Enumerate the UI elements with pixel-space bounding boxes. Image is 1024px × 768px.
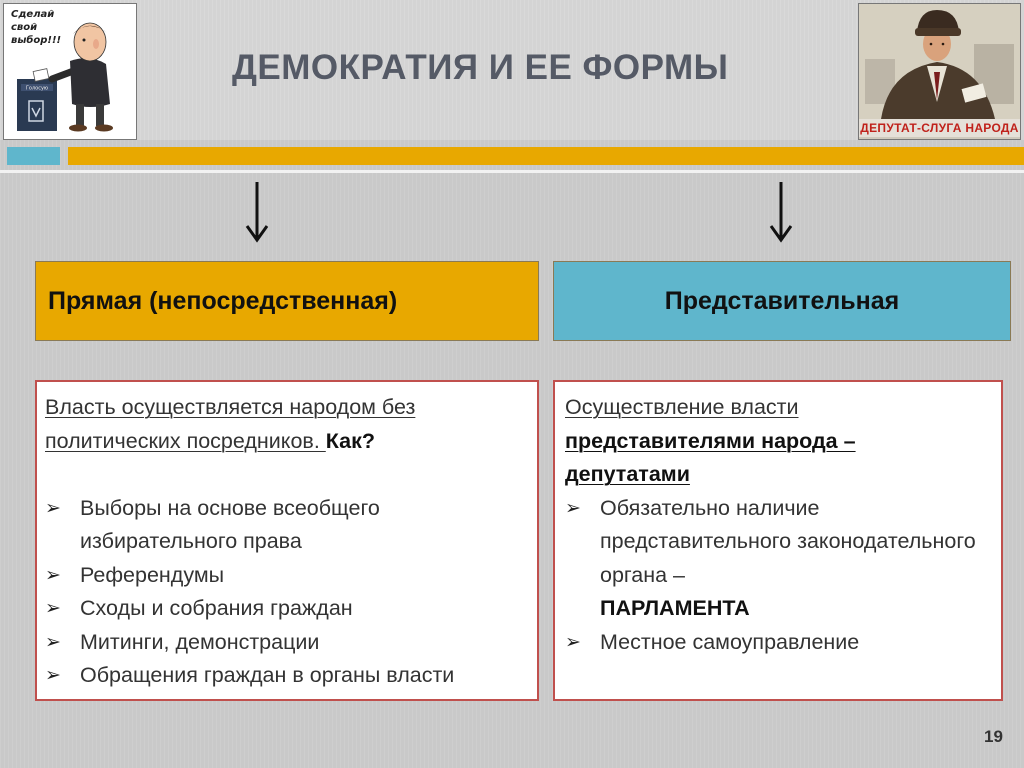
arrow-down-icon xyxy=(769,182,793,243)
direct-intro: Власть осуществляется народом без полити… xyxy=(45,391,537,458)
representative-democracy-box xyxy=(553,380,1003,701)
representative-intro-bold-2: депутатами xyxy=(565,462,690,486)
direct-democracy-box xyxy=(35,380,539,701)
list-item: ➢ Сходы и собрания граждан xyxy=(45,592,537,626)
list-item: ➢ Обязательно наличие представительного з… xyxy=(565,492,999,626)
list-item-text: Местное самоуправление xyxy=(600,629,860,654)
voter-figure-drawing: Голосую xyxy=(17,22,113,132)
arrow-bullet-icon: ➢ xyxy=(565,497,581,519)
list-item: ➢ Выборы на основе всеобщего избирательно… xyxy=(45,492,537,559)
list-item: ➢ Референдумы xyxy=(45,559,537,593)
parliament-term: ПАРЛАМЕНТА xyxy=(600,596,750,620)
list-item-text: Митинги, демонстрации xyxy=(80,629,320,654)
cartoon-caption-line1: Сделай свой xyxy=(11,9,55,33)
poster-caption: ДЕПУТАТ-СЛУГА НАРОДА xyxy=(859,119,1020,137)
cartoon-caption: Сделай свой выбор!!! xyxy=(11,8,81,47)
list-item: ➢ Митинги, демонстрации xyxy=(45,626,537,660)
representative-intro-text: Осуществление власти xyxy=(565,395,799,419)
representative-democracy-content: Осуществление власти представителями нар… xyxy=(565,391,999,659)
arrow-bullet-icon: ➢ xyxy=(45,665,61,686)
vote-cartoon-image: Сделай свой выбор!!! Голосую xyxy=(3,3,137,140)
arrow-bullet-icon: ➢ xyxy=(45,497,61,519)
arrow-bullet-icon: ➢ xyxy=(45,598,61,619)
deputy-poster-image: ДЕПУТАТ-СЛУГА НАРОДА xyxy=(858,3,1021,140)
direct-democracy-content: Власть осуществляется народом без полити… xyxy=(45,391,537,693)
list-item-text: Выборы на основе всеобщего избирательног… xyxy=(80,495,380,554)
arrow-bullet-icon: ➢ xyxy=(565,631,581,653)
page-title: ДЕМОКРАТИЯ И ЕЕ ФОРМЫ xyxy=(232,48,729,87)
arrow-bullet-icon: ➢ xyxy=(45,631,61,653)
list-item: ➢ Местное самоуправление xyxy=(565,626,999,660)
arrow-bullet-icon: ➢ xyxy=(45,564,61,586)
direct-heading-text: Прямая (непосредственная) xyxy=(48,286,398,315)
arrow-down-icon xyxy=(245,182,269,243)
accent-square xyxy=(7,147,60,165)
direct-democracy-heading: Прямая (непосредственная) xyxy=(35,261,539,341)
ballot-box-label: Голосую xyxy=(26,86,48,92)
list-item-text: Референдумы xyxy=(80,562,225,587)
direct-intro-question: Как? xyxy=(325,428,376,453)
accent-bar xyxy=(68,147,1024,165)
list-item-text: Обращения граждан в органы власти xyxy=(80,663,455,687)
page-number: 19 xyxy=(984,727,1003,746)
list-item-text: Сходы и собрания граждан xyxy=(80,596,353,620)
representative-democracy-heading: Представительная xyxy=(553,261,1011,341)
cartoon-caption-line2: выбор!!! xyxy=(11,35,62,46)
divider-line xyxy=(0,170,1024,173)
list-item: ➢ Обращения граждан в органы власти xyxy=(45,659,537,693)
representative-intro: Осуществление власти xyxy=(565,391,999,425)
representative-intro-bold-1: представителями народа – xyxy=(565,428,856,453)
deputy-figure-drawing xyxy=(859,4,1020,119)
header-band xyxy=(0,0,1024,140)
direct-intro-text: Власть осуществляется народом без полити… xyxy=(45,395,416,453)
list-item-text: Обязательно наличие представительного за… xyxy=(600,495,976,587)
representative-heading-text: Представительная xyxy=(664,286,900,315)
